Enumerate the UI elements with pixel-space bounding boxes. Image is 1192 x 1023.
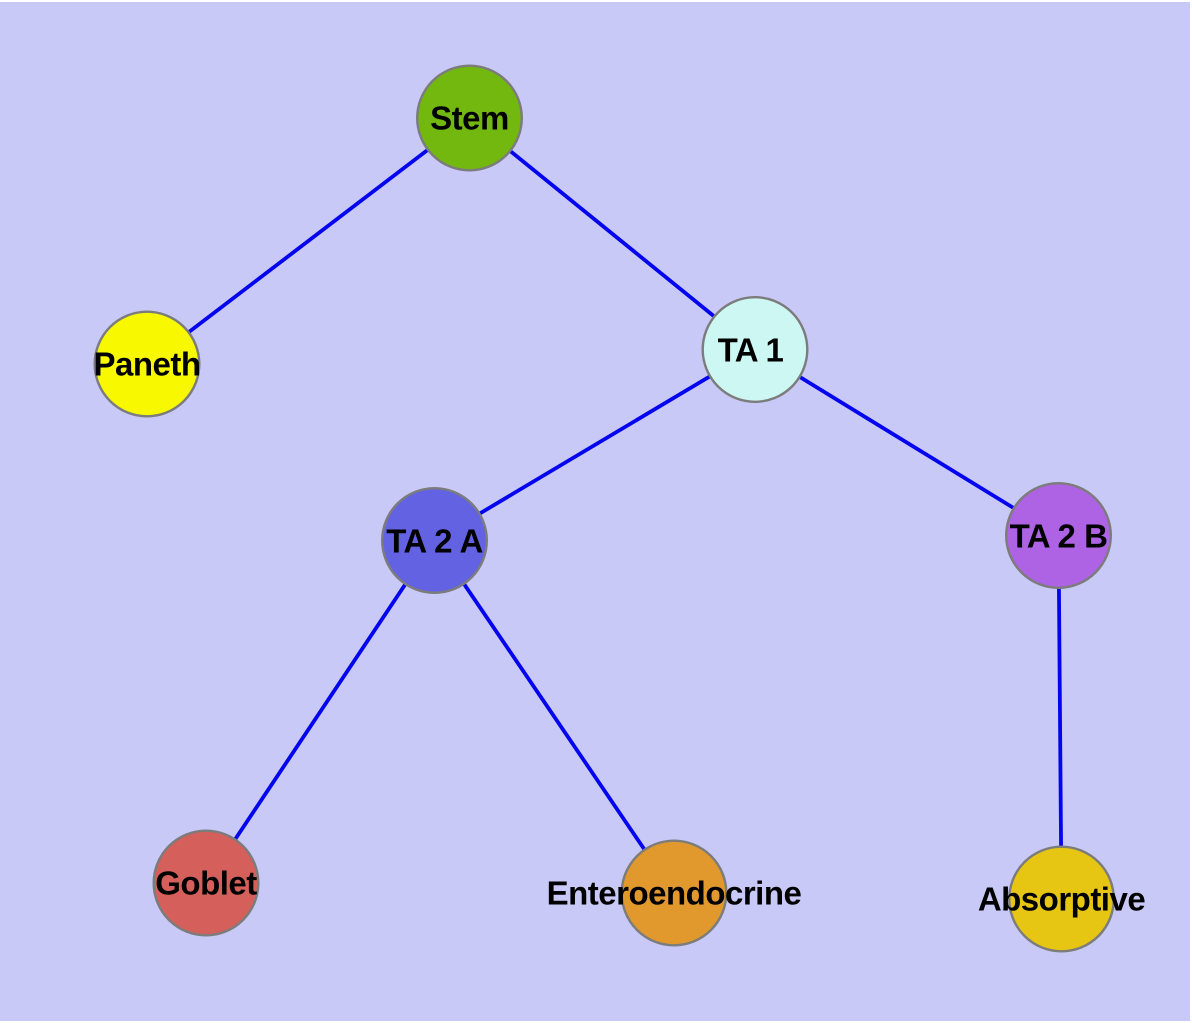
- node-enteroendocrine: [620, 839, 728, 947]
- node-ta2b: [1005, 482, 1113, 590]
- edge-ta2a-goblet: [204, 539, 437, 885]
- edge-stem-ta1: [468, 116, 757, 351]
- node-absorptive: [1008, 845, 1116, 953]
- node-label-ta2b: TA 2 B: [1009, 517, 1108, 554]
- edge-ta2a-enteroendocrine: [432, 539, 676, 895]
- node-label-absorptive: Absorptive: [977, 880, 1146, 918]
- node-label-paneth: Paneth: [93, 345, 201, 383]
- edge-stem-paneth: [145, 116, 471, 366]
- node-label-ta2a: TA 2 A: [386, 522, 483, 559]
- node-label-enteroendocrine: Enteroendocrine: [546, 874, 802, 912]
- node-paneth: [93, 310, 201, 418]
- node-label-stem: Stem: [430, 99, 509, 137]
- node-goblet: [152, 829, 260, 937]
- node-stem: [416, 64, 524, 172]
- node-label-ta1: TA 1: [717, 331, 784, 368]
- node-ta2a: [381, 487, 489, 595]
- edge-ta1-ta2a: [433, 347, 756, 543]
- node-label-goblet: Goblet: [155, 864, 257, 902]
- node-ta1: [701, 296, 809, 404]
- edge-ta1-ta2b: [754, 347, 1060, 538]
- edge-ta2b-absorptive: [1056, 535, 1064, 900]
